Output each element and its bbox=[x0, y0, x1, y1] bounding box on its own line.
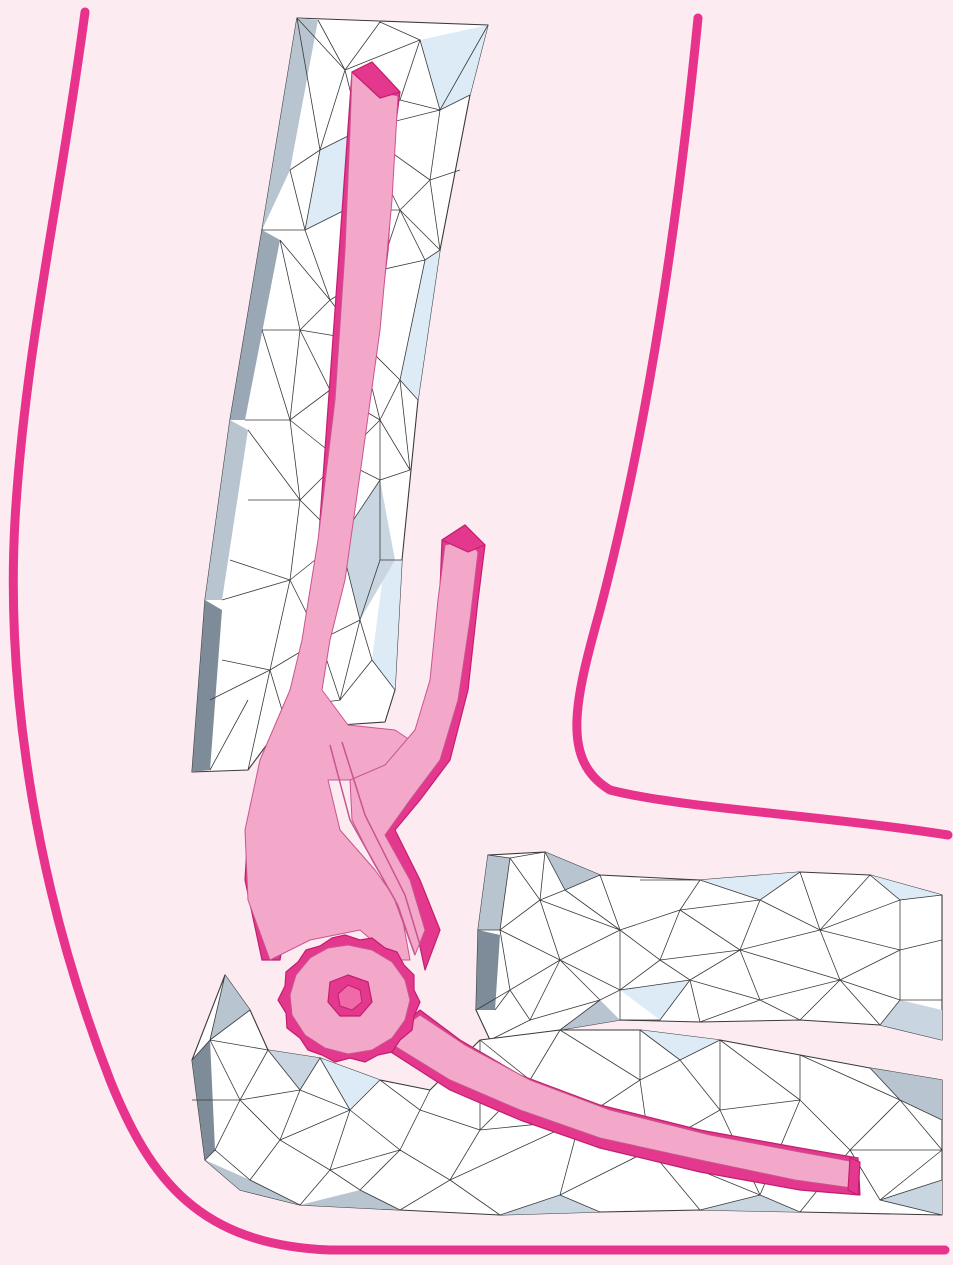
forearm-upper-mesh bbox=[476, 852, 942, 1040]
ulna-cap bbox=[848, 1158, 860, 1195]
